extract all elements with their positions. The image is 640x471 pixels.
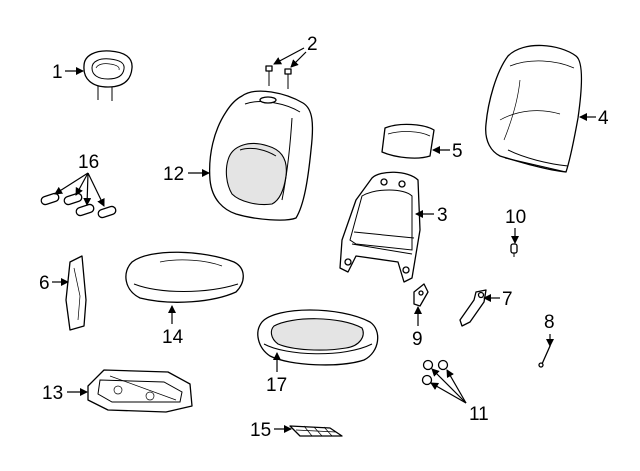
seat-frame-part[interactable] xyxy=(87,369,193,413)
spring-clips-part[interactable] xyxy=(40,192,117,219)
svg-text:7: 7 xyxy=(502,289,513,310)
rod-part[interactable] xyxy=(538,345,551,368)
callout-5: 5 xyxy=(432,141,463,162)
callout-4: 4 xyxy=(579,108,609,129)
pad-part[interactable] xyxy=(381,123,435,159)
callout-6: 6 xyxy=(39,273,69,294)
cushion-cover-part[interactable] xyxy=(257,309,379,366)
callout-16: 16 xyxy=(54,152,105,207)
svg-text:11: 11 xyxy=(469,404,489,425)
callout-14: 14 xyxy=(162,305,184,348)
callout-11: 11 xyxy=(430,368,489,425)
svg-text:2: 2 xyxy=(307,34,318,55)
cushion-pad-part[interactable] xyxy=(125,251,244,303)
svg-text:14: 14 xyxy=(162,327,184,348)
callout-8: 8 xyxy=(544,312,555,347)
seat-back-assembly-part[interactable] xyxy=(208,90,314,221)
svg-text:12: 12 xyxy=(163,164,184,185)
svg-text:3: 3 xyxy=(437,205,448,226)
svg-text:6: 6 xyxy=(39,273,50,294)
callout-7: 7 xyxy=(483,289,513,310)
svg-text:13: 13 xyxy=(42,383,63,404)
hinge-cover-part[interactable] xyxy=(413,283,429,307)
svg-text:17: 17 xyxy=(266,375,287,396)
headrest-guides-part[interactable] xyxy=(265,65,292,89)
callout-15: 15 xyxy=(250,420,292,441)
callout-3: 3 xyxy=(415,205,448,226)
svg-text:16: 16 xyxy=(78,152,99,173)
svg-text:1: 1 xyxy=(52,62,63,83)
heater-element-part[interactable] xyxy=(289,425,343,437)
svg-text:10: 10 xyxy=(505,207,526,228)
screw-part[interactable] xyxy=(510,243,518,257)
callout-17: 17 xyxy=(266,352,287,396)
seat-back-frame-part[interactable] xyxy=(339,171,421,283)
callout-2: 2 xyxy=(273,34,318,68)
svg-text:8: 8 xyxy=(544,312,555,333)
callout-13: 13 xyxy=(42,383,88,404)
svg-text:9: 9 xyxy=(412,329,423,350)
svg-text:4: 4 xyxy=(598,108,609,129)
svg-text:5: 5 xyxy=(452,141,463,162)
callout-10: 10 xyxy=(505,207,526,244)
callout-9: 9 xyxy=(412,306,423,350)
callout-12: 12 xyxy=(163,164,210,185)
side-trim-panel-part[interactable] xyxy=(65,255,87,331)
bracket-part[interactable] xyxy=(459,289,487,327)
seat-back-cover-part[interactable] xyxy=(485,44,583,173)
callout-1: 1 xyxy=(52,62,84,83)
headrest-part[interactable] xyxy=(83,50,133,101)
clips-part[interactable] xyxy=(421,359,449,386)
svg-text:15: 15 xyxy=(250,420,271,441)
